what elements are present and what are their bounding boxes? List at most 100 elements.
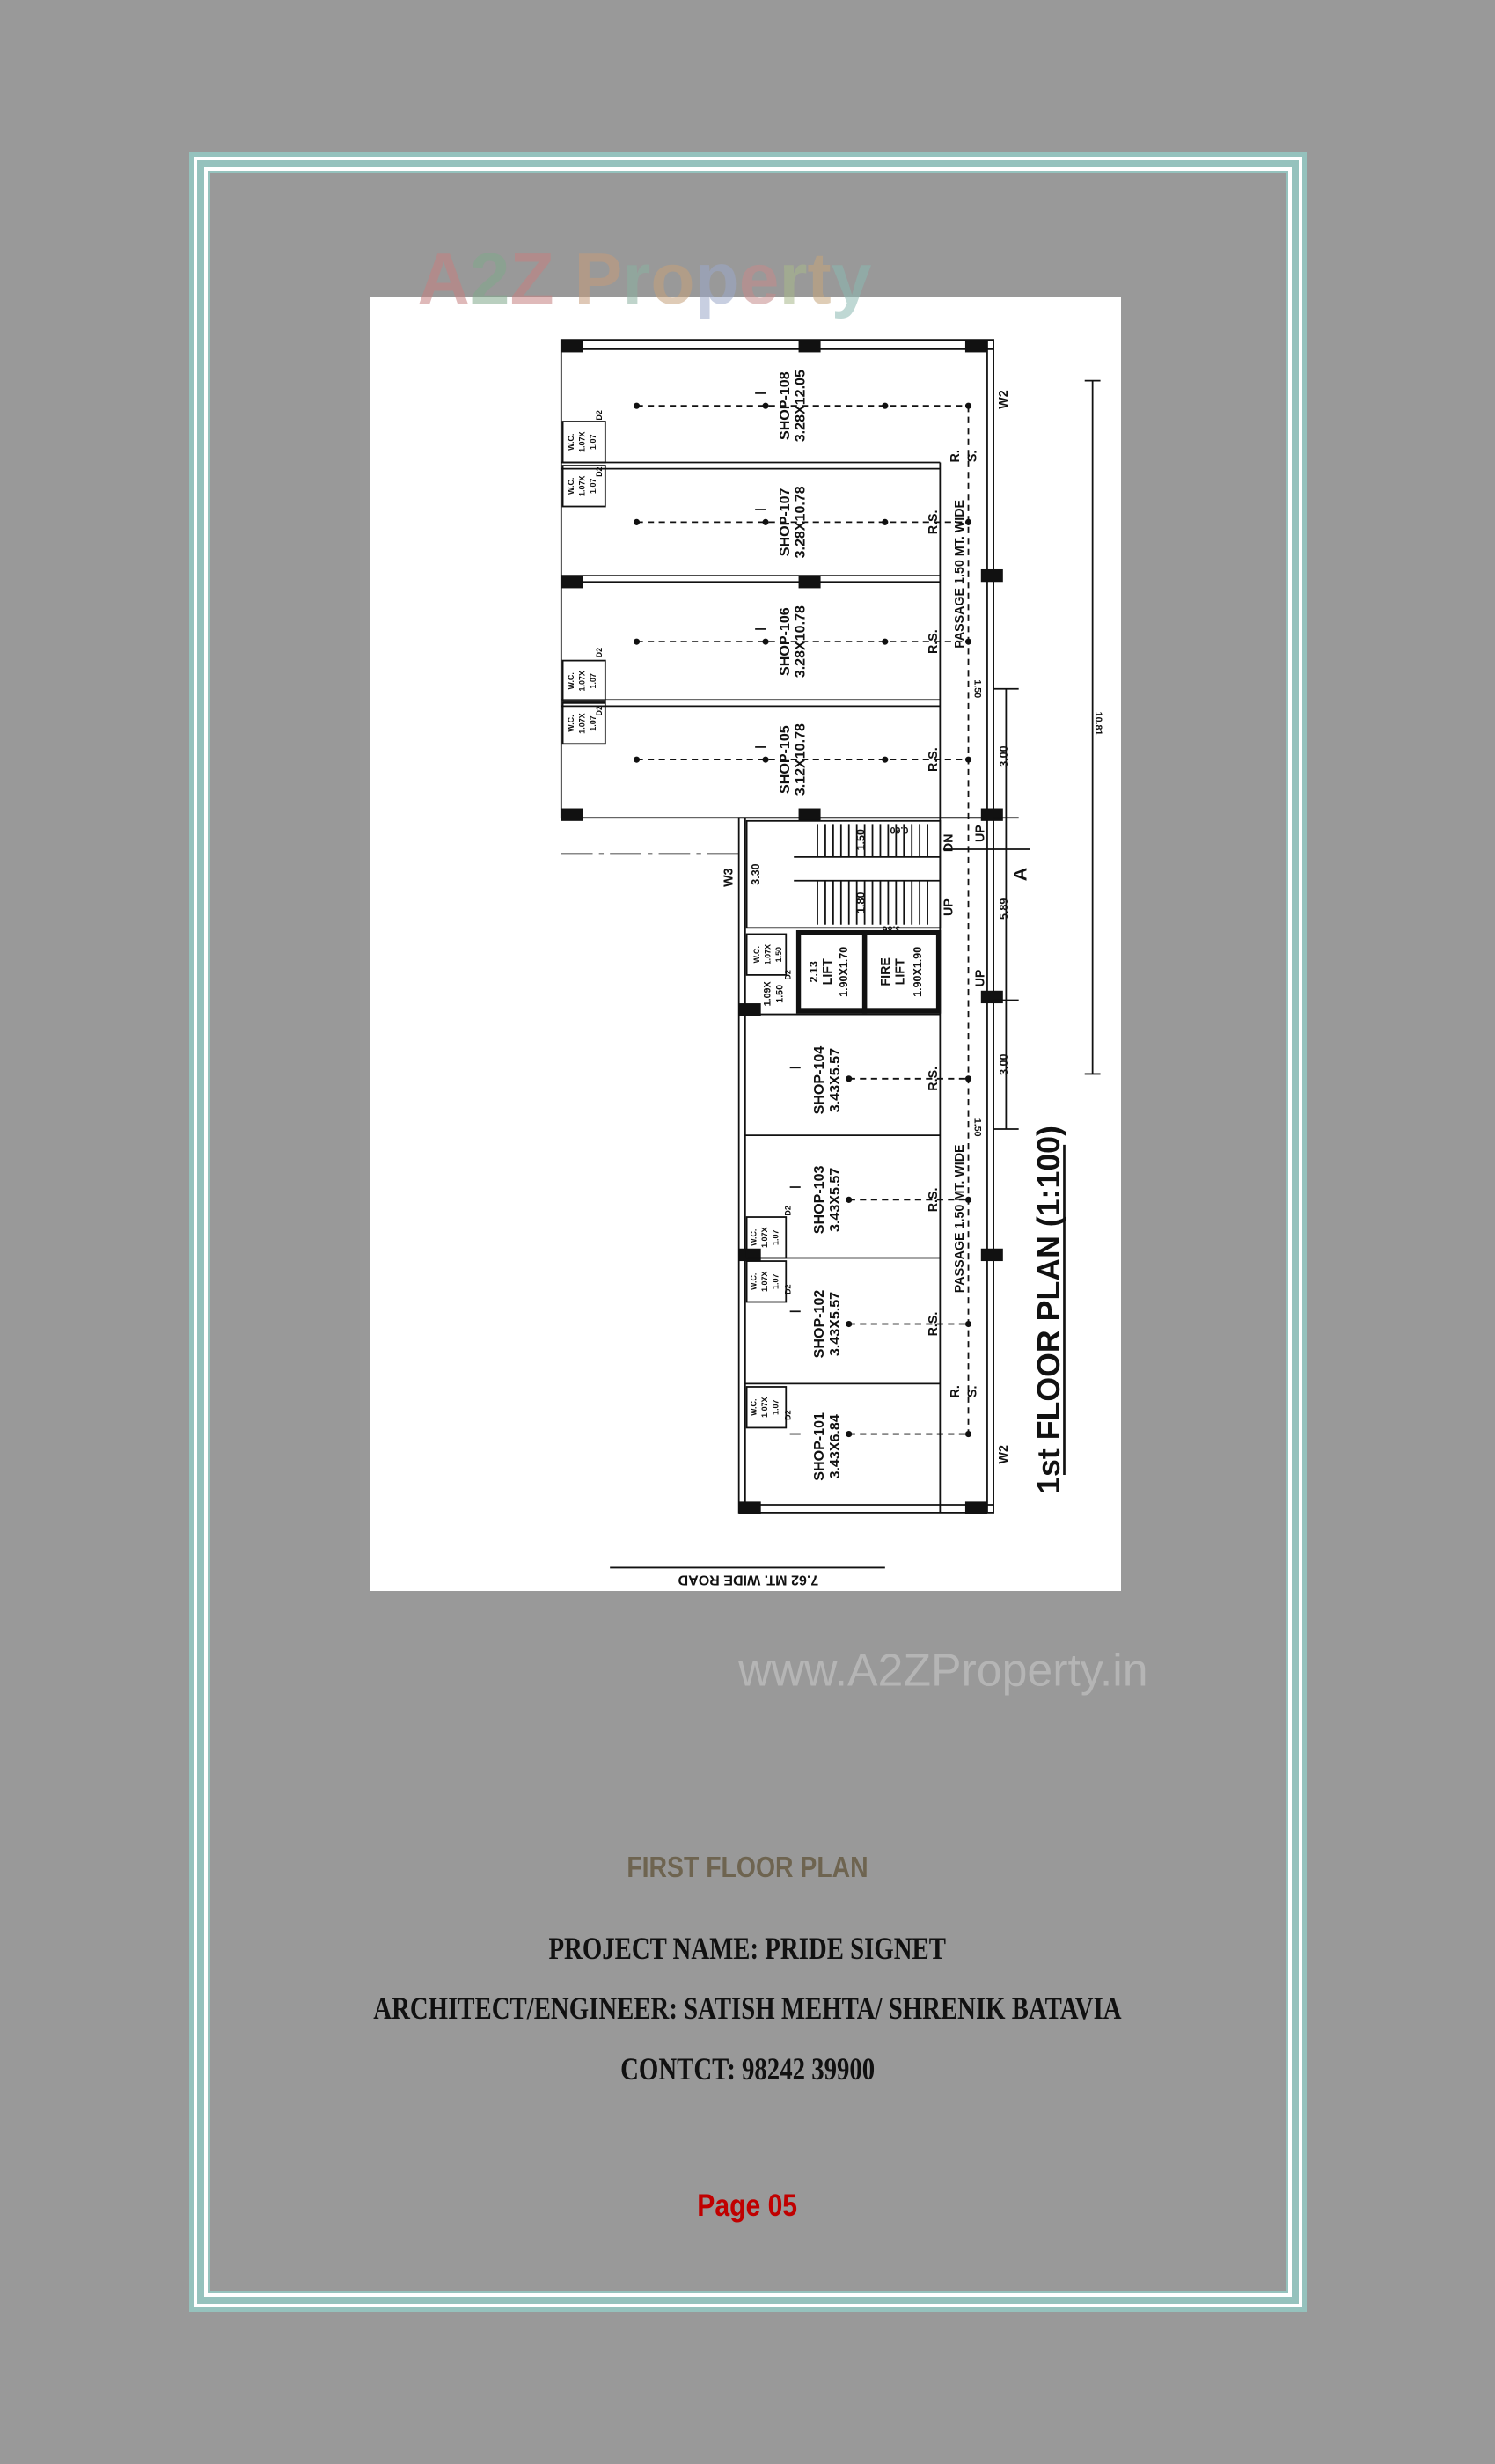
shop-size: 3.12X10.78 [793, 723, 809, 796]
rs-label: R.S. [927, 1187, 941, 1212]
service-point [633, 518, 641, 525]
column [964, 1501, 987, 1514]
logo-letter [554, 239, 575, 319]
column [561, 576, 583, 589]
service-point [882, 402, 889, 409]
window-label: W2 [997, 1445, 1011, 1463]
wc-size: 1.07 [589, 435, 597, 450]
door-label: D2 [784, 1206, 793, 1215]
wc-size: 1.07 [771, 1230, 780, 1245]
tap-icon: ꟾ [788, 1066, 802, 1069]
url-watermark: www.A2ZProperty.in [737, 1644, 1147, 1695]
service-point [633, 756, 641, 763]
service-point [882, 638, 889, 645]
shop-size: 3.43X6.84 [827, 1414, 843, 1478]
wc-room [745, 933, 788, 976]
s-label: S. [965, 1386, 979, 1398]
logo-letter: Z [509, 239, 553, 319]
passage-label: PASSAGE 1.50 MT. WIDE [953, 1144, 967, 1293]
wc-size: 1.07X [760, 1397, 769, 1417]
rs-label: R.S. [927, 1312, 941, 1337]
wc-size: 1.07 [771, 1274, 780, 1289]
wc-label: W.C. [567, 672, 575, 689]
service-point [846, 1320, 853, 1328]
door-label: D2 [784, 1410, 793, 1419]
overall-dimension: 10.81 [1093, 712, 1103, 736]
logo-letter: y [832, 239, 872, 319]
service-point [882, 518, 889, 525]
wc-size: 1.07X [578, 671, 587, 691]
architect-engineer: ARCHITECT/ENGINEER: SATISH MEHTA/ SHRENI… [0, 1990, 1495, 2027]
shop-name: SHOP-104 [811, 1046, 827, 1115]
plan-title: 1st FLOOR PLAN (1:100) [1031, 1126, 1066, 1494]
logo-letter: A [417, 239, 469, 319]
column [980, 990, 1003, 1004]
wc-label: W.C. [749, 1273, 758, 1290]
dimension-label: 3.30 [750, 863, 762, 884]
column [964, 340, 987, 353]
a2z-logo-watermark: A2Z Property [417, 239, 871, 319]
section-heading-text: FIRST FLOOR PLAN [627, 1851, 868, 1883]
lift-dimension: 2.13 [808, 961, 820, 982]
lower-block-outline [737, 817, 994, 1514]
store-size: 1.09X [762, 981, 773, 1007]
wc-size: 1.07 [771, 1399, 780, 1414]
project-name: PROJECT NAME: PRIDE SIGNET [0, 1930, 1495, 1967]
wc-label: W.C. [567, 478, 575, 495]
fire-lift-shaft [861, 929, 942, 1014]
dimension-label: 0.60 [890, 825, 908, 835]
wc-size: 1.07X [763, 944, 772, 964]
service-point [633, 402, 641, 409]
door-label: D2 [595, 706, 604, 715]
shop-size: 3.28X12.05 [793, 370, 809, 442]
lift-label: LIFT [821, 958, 835, 985]
shop-size: 3.43X5.57 [827, 1168, 843, 1232]
a2z-logo-text: A2Z Property [417, 239, 871, 319]
wc-label: W.C. [567, 715, 575, 731]
rs-label: R.S. [927, 1067, 941, 1091]
section-marker: A [1010, 868, 1031, 881]
s-label: S. [965, 451, 979, 463]
service-point [846, 1430, 853, 1438]
service-point [633, 638, 641, 645]
fire-lift-size: 1.90X1.90 [912, 947, 924, 997]
wc-label: W.C. [749, 1399, 758, 1416]
page-number-text: Page 05 [697, 2189, 798, 2223]
service-point [762, 638, 769, 645]
service-point [882, 756, 889, 763]
dimension-label: 1.80 [855, 892, 868, 913]
logo-letter: r [622, 239, 650, 319]
logo-letter: P [575, 239, 623, 319]
wc-size: 1.07 [589, 673, 597, 688]
rs-label: R.S. [927, 629, 941, 654]
page-border-white-1 [194, 157, 1302, 2307]
lift-size: 1.90X1.70 [838, 947, 850, 997]
tap-icon: ꟾ [754, 745, 768, 749]
logo-letter: p [695, 239, 739, 319]
shop-size: 3.28X10.78 [793, 605, 809, 678]
dimension-label: 1.50 [972, 679, 983, 698]
column [738, 1248, 761, 1262]
column [798, 340, 821, 353]
stair-down-label: DN [942, 834, 956, 853]
shop-name: SHOP-101 [811, 1412, 827, 1481]
rs-label: R.S. [927, 747, 941, 772]
page-border-white-2 [204, 167, 1292, 2297]
tap-icon: ꟾ [788, 1185, 802, 1189]
column [561, 808, 583, 821]
wc-room [745, 1260, 788, 1303]
logo-letter: 2 [470, 239, 510, 319]
service-point [762, 402, 769, 409]
window-label: W2 [997, 390, 1011, 408]
door-label: D2 [595, 466, 604, 476]
wc-room [561, 465, 606, 508]
door-label: D2 [784, 1284, 793, 1294]
wc-size: 1.07X [578, 713, 587, 733]
stair-up-label: UP [942, 898, 956, 916]
fire-lift-label: FIRE [879, 957, 893, 986]
page-border-inner [208, 171, 1288, 2293]
shop-name: SHOP-106 [777, 607, 793, 676]
walls [560, 339, 1101, 1569]
shop-size: 3.28X10.78 [793, 486, 809, 558]
